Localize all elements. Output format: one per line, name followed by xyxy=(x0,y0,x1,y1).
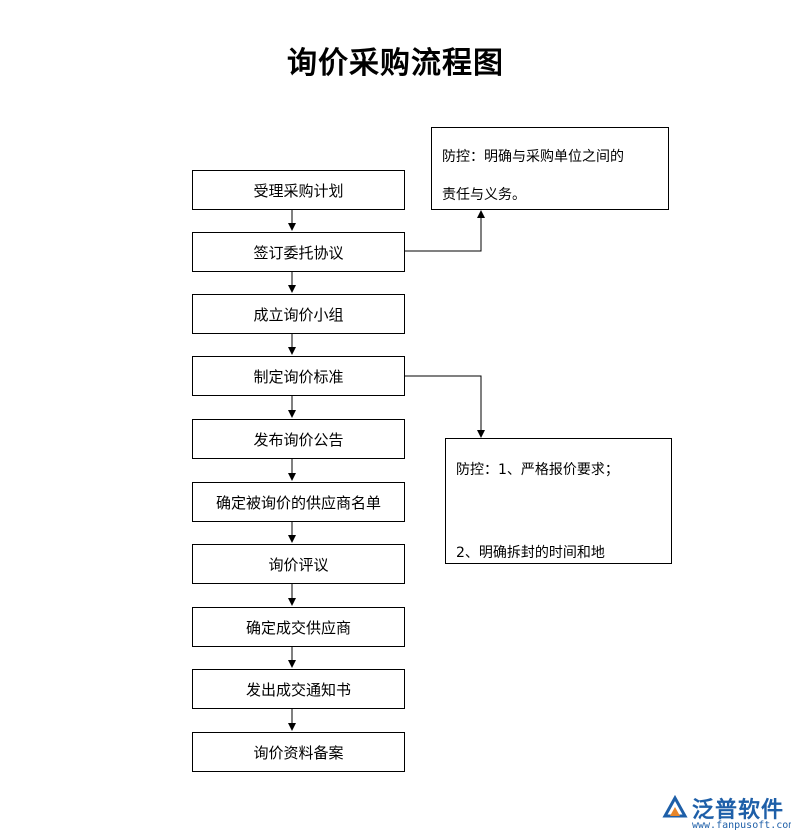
step-label: 询价评议 xyxy=(268,555,329,574)
step-label: 发出成交通知书 xyxy=(245,680,351,699)
page-title: 询价采购流程图 xyxy=(287,46,504,81)
step-box: 询价评议 xyxy=(192,544,405,584)
step-label: 签订委托协议 xyxy=(253,243,344,262)
step-box: 成立询价小组 xyxy=(192,294,405,334)
brand-logo: 泛普软件 www.fanpusoft.com xyxy=(660,790,791,836)
step-label: 询价资料备案 xyxy=(253,743,344,762)
note-line: 责任与义务。 xyxy=(442,187,526,203)
connector-step4-note2 xyxy=(405,375,485,438)
logo-text: 泛普软件 xyxy=(692,798,785,823)
step-box: 发出成交通知书 xyxy=(192,669,405,709)
step-label: 确定成交供应商 xyxy=(245,618,351,637)
logo-url: www.fanpusoft.com xyxy=(692,820,791,831)
step-box: 询价资料备案 xyxy=(192,732,405,772)
connector-step2-note1 xyxy=(405,210,485,252)
note-line: 防控：1、严格报价要求； xyxy=(456,462,619,478)
step-box: 确定成交供应商 xyxy=(192,607,405,647)
step-box: 发布询价公告 xyxy=(192,419,405,459)
step-box: 制定询价标准 xyxy=(192,356,405,396)
note-line: 2、明确拆封的时间和地 xyxy=(456,545,605,561)
control-note-responsibility: 防控：明确与采购单位之间的 责任与义务。 xyxy=(431,127,669,210)
step-label: 受理采购计划 xyxy=(253,181,344,200)
step-label: 发布询价公告 xyxy=(253,430,344,449)
step-box: 签订委托协议 xyxy=(192,232,405,272)
step-box: 受理采购计划 xyxy=(192,170,405,210)
step-box: 确定被询价的供应商名单 xyxy=(192,482,405,522)
step-label: 成立询价小组 xyxy=(253,305,344,324)
control-note-quotation: 防控：1、严格报价要求； 2、明确拆封的时间和地 xyxy=(445,438,672,564)
note-line: 防控：明确与采购单位之间的 xyxy=(442,149,624,165)
logo-mark-icon xyxy=(662,794,688,818)
step-label: 确定被询价的供应商名单 xyxy=(215,493,381,512)
step-label: 制定询价标准 xyxy=(253,367,344,386)
